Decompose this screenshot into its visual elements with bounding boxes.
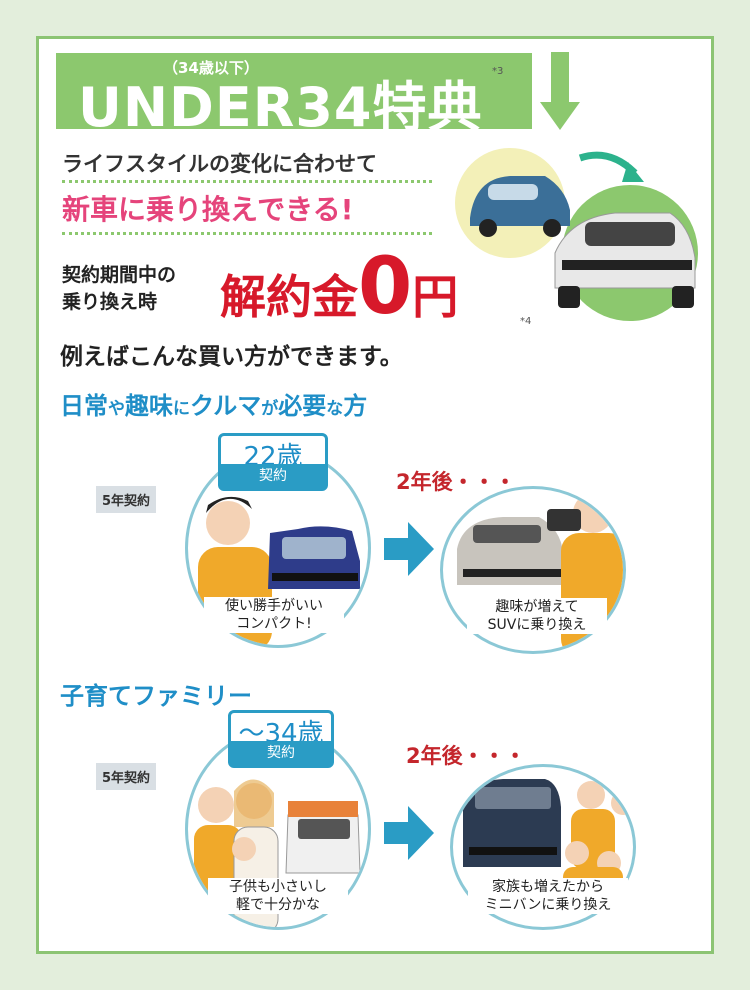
title-part: 趣味	[125, 392, 173, 420]
fee-headline-a: 解約金	[220, 270, 358, 324]
caption-line: 趣味が増えて	[495, 599, 579, 615]
title-part: に	[173, 399, 190, 419]
down-arrow-icon	[540, 52, 580, 130]
title-part: 方	[343, 392, 368, 420]
caption-line: ミニバンに乗り換え	[484, 897, 612, 913]
title-part: クルマ	[190, 392, 262, 420]
examples-heading: 例えばこんな買い方ができます。	[60, 344, 403, 370]
age-badge-label: 契約	[221, 464, 325, 488]
caption-line: 軽で十分かな	[236, 897, 320, 913]
caption-line: コンパクト!	[236, 616, 312, 632]
fee-label-line2: 乗り換え時	[62, 291, 158, 313]
after-label: 2年後・・・	[396, 470, 516, 494]
caption-line: 使い勝手がいい	[225, 598, 323, 614]
header-banner	[56, 53, 532, 129]
dotted-divider	[62, 232, 432, 235]
banner-note: *3	[492, 66, 504, 77]
title-part: 日常	[60, 392, 108, 420]
contract-tag: 5年契約	[96, 486, 157, 513]
age-badge: 〜34歳 契約	[228, 710, 334, 768]
age-range-label: （34歳以下）	[163, 59, 259, 77]
fee-condition: 契約期間中の 乗り換え時	[62, 262, 176, 316]
title-part: な	[326, 399, 344, 419]
caption-line: 家族も増えたから	[492, 879, 604, 895]
title-part: が	[261, 399, 279, 419]
fee-label-line1: 契約期間中の	[62, 264, 177, 286]
right-arrow-icon	[384, 806, 434, 860]
title-part: 必要	[278, 392, 327, 420]
caption-after: 家族も増えたから ミニバンに乗り換え	[468, 878, 628, 914]
caption-before: 子供も小さいし 軽で十分かな	[208, 878, 348, 914]
fee-headline-b: 0	[358, 242, 413, 332]
fee-headline-c: 円	[412, 270, 459, 324]
after-label: 2年後・・・	[406, 744, 526, 768]
dotted-divider	[62, 180, 432, 183]
section1-title: 日常や趣味にクルマが必要な方	[60, 386, 367, 421]
age-badge-label: 契約	[231, 741, 331, 765]
car-swap-illustration	[455, 148, 698, 321]
fee-note: *4	[520, 316, 532, 327]
intro-line2: 新車に乗り換えできる!	[62, 193, 354, 226]
caption-after: 趣味が増えて SUVに乗り換え	[467, 598, 607, 634]
age-badge: 22歳 契約	[218, 433, 328, 491]
section2-title: 子育てファミリー	[60, 682, 252, 710]
contract-tag: 5年契約	[96, 763, 157, 790]
intro-line1: ライフスタイルの変化に合わせて	[62, 152, 377, 176]
caption-line: 子供も小さいし	[229, 879, 327, 895]
caption-line: SUVに乗り換え	[487, 617, 587, 633]
banner-title: UNDER34特典	[78, 76, 483, 139]
fee-headline: 解約金0円	[220, 248, 458, 327]
caption-before: 使い勝手がいい コンパクト!	[204, 597, 344, 633]
title-part: や	[108, 399, 125, 419]
right-arrow-icon	[384, 522, 434, 576]
